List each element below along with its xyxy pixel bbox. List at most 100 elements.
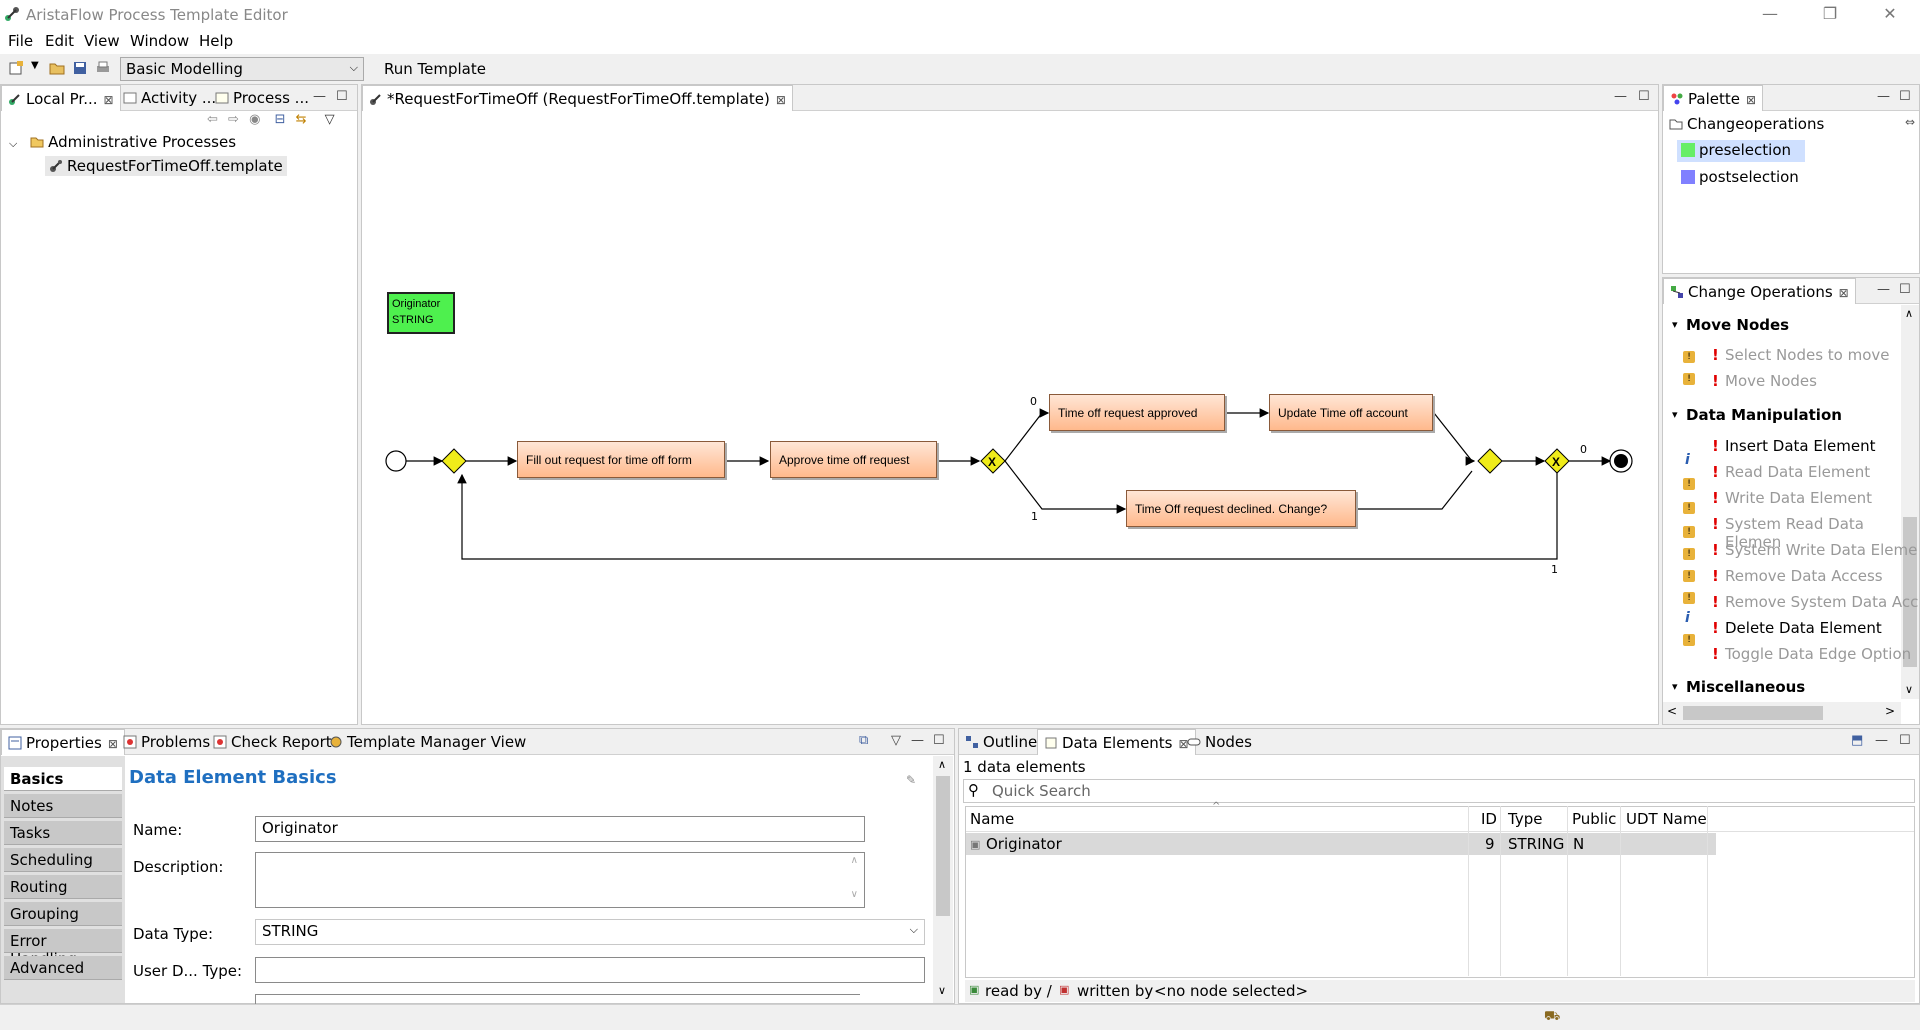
section-arrow-icon[interactable]: ▾: [1672, 318, 1678, 331]
op-toggle-data-edge-option[interactable]: Toggle Data Edge Option: [1725, 645, 1912, 663]
column-header-type[interactable]: Type: [1508, 810, 1543, 828]
section-arrow-icon[interactable]: ▾: [1672, 408, 1678, 421]
palette-item-postselection[interactable]: postselection: [1677, 167, 1803, 189]
menu-help[interactable]: Help: [199, 32, 234, 50]
run-template-button[interactable]: Run Template: [384, 60, 486, 78]
close-window-button[interactable]: ✕: [1883, 4, 1897, 23]
minimize-icon[interactable]: —: [911, 733, 924, 748]
table-row[interactable]: [966, 833, 1716, 855]
udt-field[interactable]: [255, 957, 925, 983]
link-icon[interactable]: ⇆: [295, 112, 307, 127]
scroll-up-icon[interactable]: ∧: [850, 855, 858, 866]
new-icon[interactable]: [8, 60, 24, 76]
properties-scrollbar[interactable]: ∧ ∨: [933, 756, 953, 1003]
scroll-thumb[interactable]: [1683, 706, 1823, 720]
tab-local-processes[interactable]: Local Pr...⊠: [1, 85, 121, 111]
minimize-icon[interactable]: —: [1614, 89, 1627, 104]
scroll-up-icon[interactable]: ∧: [1905, 307, 1914, 320]
section-move-nodes[interactable]: Move Nodes: [1686, 316, 1790, 334]
node-request-approved[interactable]: Time off request approved: [1049, 394, 1225, 431]
column-header-id[interactable]: ID: [1481, 810, 1497, 828]
close-icon[interactable]: ⊠: [1838, 286, 1849, 300]
tab-change-operations[interactable]: Change Operations⊠: [1663, 278, 1856, 304]
maximize-icon[interactable]: ☐: [1638, 89, 1650, 104]
expand-arrow-icon[interactable]: ⌵: [9, 137, 18, 150]
maximize-icon[interactable]: ☐: [933, 733, 945, 748]
data-type-select[interactable]: STRING ⌵: [255, 919, 925, 945]
minimize-icon[interactable]: —: [1877, 282, 1890, 297]
side-tab-tasks[interactable]: Tasks: [4, 821, 122, 845]
column-header-udt-name[interactable]: UDT Name: [1626, 810, 1707, 828]
close-icon[interactable]: ⊠: [1178, 737, 1189, 751]
op-delete-data-element[interactable]: Delete Data Element: [1725, 619, 1882, 637]
process-graph[interactable]: X X: [362, 111, 1658, 723]
horizontal-scrollbar[interactable]: < >: [1663, 702, 1901, 724]
tab-properties[interactable]: Properties⊠: [1, 729, 125, 755]
column-header-name[interactable]: Name: [970, 810, 1015, 828]
dropdown-arrow-icon[interactable]: ▼: [31, 60, 39, 71]
menu-edit[interactable]: Edit: [45, 32, 75, 50]
close-icon[interactable]: ⊠: [1745, 93, 1757, 107]
column-header-public[interactable]: Public: [1572, 810, 1617, 828]
print-icon[interactable]: [95, 60, 111, 76]
section-data-manipulation[interactable]: Data Manipulation: [1686, 406, 1842, 424]
palette-item-preselection[interactable]: preselection: [1677, 140, 1805, 162]
collapse-icon[interactable]: ⇔: [1904, 115, 1915, 129]
maximize-icon[interactable]: ☐: [1899, 282, 1911, 297]
op-system-read-data-element[interactable]: System Read Data Elemen: [1725, 515, 1864, 551]
op-write-data-element[interactable]: Write Data Element: [1725, 489, 1873, 507]
node-update-account[interactable]: Update Time off account: [1269, 394, 1433, 431]
maximize-icon[interactable]: ☐: [1899, 89, 1911, 104]
side-tab-basics[interactable]: Basics: [4, 767, 122, 791]
op-remove-system-data-access[interactable]: Remove System Data Acc: [1725, 593, 1919, 611]
description-field[interactable]: ∧ ∨: [255, 852, 865, 908]
tab-data-elements[interactable]: Data Elements⊠: [1037, 729, 1196, 755]
minimize-icon[interactable]: —: [313, 89, 326, 104]
progress-icon[interactable]: ⛟: [1544, 1009, 1561, 1024]
tree-template-item[interactable]: RequestForTimeOff.template: [45, 156, 287, 176]
op-remove-data-access[interactable]: Remove Data Access: [1725, 567, 1883, 585]
view-menu-icon[interactable]: ▽: [324, 112, 335, 127]
minimize-button[interactable]: —: [1762, 4, 1778, 23]
restore-button[interactable]: ❐: [1822, 4, 1838, 23]
perspective-select[interactable]: Basic Modelling ⌵: [120, 57, 364, 81]
tree-folder-row[interactable]: ⌵ Administrative Processes: [9, 133, 236, 151]
menu-view[interactable]: View: [84, 32, 120, 50]
data-element-originator[interactable]: Originator STRING: [387, 292, 455, 334]
tab-nodes[interactable]: Nodes: [1181, 729, 1258, 755]
collapse-all-icon[interactable]: ⊟: [274, 112, 286, 127]
minimize-icon[interactable]: —: [1875, 733, 1888, 748]
close-icon[interactable]: ⊠: [103, 93, 114, 107]
menu-window[interactable]: Window: [130, 32, 190, 50]
tab-request-template[interactable]: *RequestForTimeOff (RequestForTimeOff.te…: [362, 85, 793, 111]
edit-icon[interactable]: ✎: [906, 773, 917, 787]
tab-template-manager-view[interactable]: Template Manager View: [323, 729, 532, 755]
node-approve-request[interactable]: Approve time off request: [770, 441, 937, 478]
open-folder-icon[interactable]: [49, 60, 65, 76]
section-arrow-icon[interactable]: ▾: [1672, 680, 1678, 693]
pin-icon[interactable]: ⬒: [1851, 733, 1864, 748]
section-miscellaneous[interactable]: Miscellaneous: [1686, 678, 1806, 696]
tab-palette[interactable]: Palette⊠: [1663, 85, 1764, 111]
scroll-up-icon[interactable]: ∧: [938, 758, 947, 771]
minimize-icon[interactable]: —: [1877, 89, 1890, 104]
home-icon[interactable]: ◉: [249, 112, 261, 127]
name-field[interactable]: Originator: [255, 816, 865, 842]
op-system-write-data-element[interactable]: System Write Data Eleme: [1725, 541, 1918, 559]
view-menu-icon[interactable]: ▽: [891, 733, 901, 748]
scroll-down-icon[interactable]: ∨: [850, 889, 858, 900]
menu-file[interactable]: File: [8, 32, 34, 50]
palette-group[interactable]: Changeoperations ⇔: [1669, 115, 1915, 133]
back-icon[interactable]: ⇦: [207, 112, 218, 127]
scroll-left-icon[interactable]: <: [1667, 704, 1678, 718]
op-read-data-element[interactable]: Read Data Element: [1725, 463, 1871, 481]
scroll-down-icon[interactable]: ∨: [938, 984, 947, 997]
close-icon[interactable]: ⊠: [107, 737, 118, 751]
tab-outline[interactable]: Outline: [959, 729, 1043, 755]
save-icon[interactable]: [72, 60, 88, 76]
tab-process[interactable]: Process ...: [209, 85, 315, 111]
maximize-icon[interactable]: ☐: [1899, 733, 1911, 748]
scroll-thumb[interactable]: [1903, 517, 1917, 667]
side-tab-notes[interactable]: Notes: [4, 794, 122, 818]
op-insert-data-element[interactable]: Insert Data Element: [1725, 437, 1876, 455]
